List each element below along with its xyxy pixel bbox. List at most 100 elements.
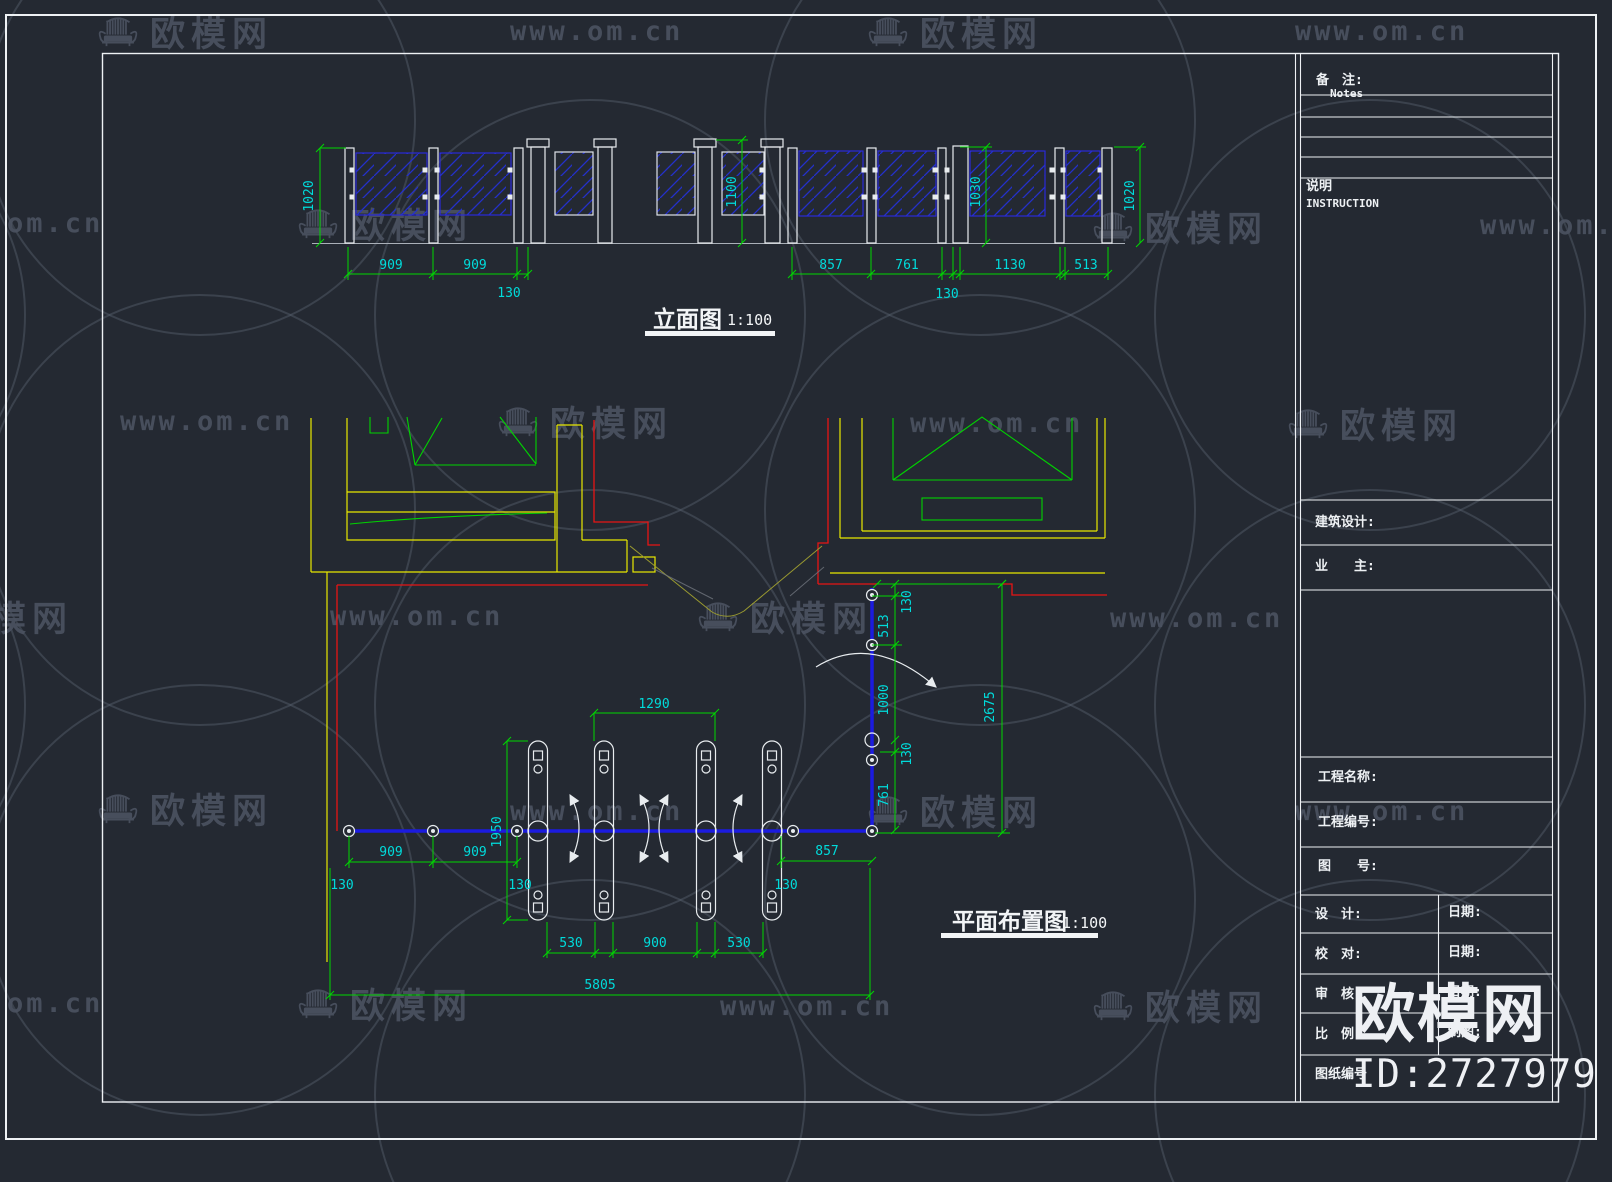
plan-title-underline bbox=[941, 933, 1098, 938]
dim-label: 1020 bbox=[1123, 180, 1138, 211]
watermark-brand-text: 欧模网 bbox=[920, 15, 1044, 54]
site-id-watermark: 欧模网 ID:2727979 bbox=[1352, 984, 1597, 1097]
sheet-number-label: 图纸编号 bbox=[1315, 1066, 1367, 1082]
watermark-site-text: www.om.cn bbox=[910, 408, 1084, 439]
date-label: 日期: bbox=[1448, 985, 1482, 1000]
watermark-brand-text: 欧模网 bbox=[0, 600, 74, 639]
dim-label: 130 bbox=[900, 742, 915, 765]
dim-label: 130 bbox=[497, 286, 520, 301]
instruction-label: 说明 bbox=[1306, 178, 1332, 194]
plan-title: 平面布置图 bbox=[952, 908, 1067, 935]
plan-railing-blue bbox=[345, 588, 874, 833]
elevation-title-underline bbox=[645, 331, 775, 336]
sheet-borders bbox=[5, 14, 1597, 1140]
dim-label: 1130 bbox=[994, 258, 1025, 273]
watermark-brand: 欧模网 bbox=[0, 591, 73, 642]
draw-label: 制图: bbox=[1448, 1024, 1482, 1040]
watermark-brand-text: 欧模网 bbox=[920, 794, 1044, 833]
plan-posts bbox=[342, 588, 880, 842]
watermark-site-text: www.om.cn bbox=[1295, 796, 1469, 827]
watermark-brand-text: 欧模网 bbox=[1145, 989, 1269, 1028]
elevation-view bbox=[312, 138, 1146, 336]
watermark-brand-text: 欧模网 bbox=[1340, 407, 1464, 446]
watermark-brand: 欧模网 bbox=[295, 978, 473, 1029]
dim-label: 909 bbox=[379, 845, 402, 860]
watermark-site-text: www.om.cn bbox=[0, 208, 104, 239]
watermark-site-text: www.om.cn bbox=[510, 16, 684, 47]
door-swing-arc bbox=[815, 652, 937, 688]
dim-label: 130 bbox=[935, 287, 958, 302]
watermark-brand-text: 欧模网 bbox=[1145, 210, 1269, 249]
dim-label: 1020 bbox=[302, 180, 317, 211]
plan-view bbox=[310, 416, 1107, 1000]
watermark-site: www.om.cn bbox=[1110, 603, 1283, 634]
plan-door-leaves bbox=[629, 545, 823, 617]
dim-label: 530 bbox=[559, 936, 582, 951]
watermark-brand: 欧模网 bbox=[1285, 398, 1463, 449]
dim-label: 130 bbox=[330, 878, 353, 893]
project-name-label: 工程名称: bbox=[1318, 769, 1378, 785]
design-label: 设 计: bbox=[1315, 906, 1362, 922]
watermark-site-text: www.om.cn bbox=[120, 406, 294, 437]
watermark-brand: 欧模网 bbox=[95, 6, 273, 57]
plan-scale: 1:100 bbox=[1062, 914, 1107, 932]
watermark-brand: 欧模网 bbox=[1090, 980, 1268, 1031]
dim-label: 530 bbox=[727, 936, 750, 951]
project-number-label: 工程编号: bbox=[1318, 814, 1378, 830]
site-id-text: ID:2727979 bbox=[1352, 1052, 1597, 1097]
dim-label: 1030 bbox=[969, 176, 984, 207]
watermark-site-text: www.om.cn bbox=[0, 988, 104, 1019]
elevation-dim-lines bbox=[319, 139, 1146, 280]
watermark-site-text: www.om.cn bbox=[1110, 603, 1284, 634]
glass-clips bbox=[349, 167, 1103, 200]
watermark-site: www.om.cn bbox=[510, 796, 683, 827]
scale-label: 比 例 bbox=[1315, 1026, 1354, 1042]
dim-label: 761 bbox=[895, 258, 918, 273]
instruction-en-label: INSTRUCTION bbox=[1306, 197, 1379, 210]
dim-label: 1950 bbox=[490, 816, 505, 847]
watermark-site-text: www.om.cn bbox=[720, 991, 894, 1022]
watermark-site: www.om.cn bbox=[510, 16, 683, 47]
dim-label: 130 bbox=[900, 590, 915, 613]
date-label: 日期: bbox=[1448, 905, 1482, 920]
watermark-site: www.om.cn bbox=[1295, 796, 1468, 827]
check-label: 校 对: bbox=[1315, 946, 1362, 962]
watermark-site-text: www.om.cn bbox=[330, 601, 504, 632]
dim-label: 900 bbox=[643, 936, 666, 951]
audit-label: 审 核: bbox=[1315, 986, 1362, 1002]
drawing-texts: 立面图 1:100 1020 1100 1030 1020 909 909 13… bbox=[302, 72, 1482, 1082]
dim-label: 130 bbox=[774, 878, 797, 893]
title-block-grid bbox=[1294, 53, 1554, 1102]
watermark-site: www.om.cn bbox=[720, 991, 893, 1022]
elevation-glass-panels bbox=[355, 150, 1101, 217]
watermark-brand: 欧模网 bbox=[865, 6, 1043, 57]
date-label: 日期: bbox=[1448, 945, 1482, 960]
watermark-site-text: www.om.cn bbox=[1295, 16, 1469, 47]
plan-walls-yellow bbox=[310, 418, 1106, 962]
dim-label: 909 bbox=[463, 845, 486, 860]
watermark-brand-text: 欧模网 bbox=[150, 15, 274, 54]
notes-en-label: Notes bbox=[1330, 87, 1363, 100]
watermark-site: www.om.cn bbox=[0, 988, 103, 1019]
watermark-brand: 欧模网 bbox=[865, 785, 1043, 836]
dim-label: 130 bbox=[508, 878, 531, 893]
plan-door-trace bbox=[651, 566, 825, 600]
dimension-ticks bbox=[315, 135, 1145, 1000]
architecture-design-label: 建筑设计: bbox=[1315, 514, 1375, 530]
dim-label: 909 bbox=[463, 258, 486, 273]
dim-label: 909 bbox=[379, 258, 402, 273]
plan-wall-block bbox=[632, 556, 656, 573]
dim-label: 1100 bbox=[725, 176, 740, 207]
elevation-scale: 1:100 bbox=[727, 311, 772, 329]
watermark-brand: 欧模网 bbox=[695, 591, 873, 642]
watermark-brand-text: 欧模网 bbox=[750, 600, 874, 639]
elevation-title: 立面图 bbox=[653, 306, 722, 333]
dim-label: 857 bbox=[815, 844, 838, 859]
plan-swing-arrows bbox=[569, 652, 937, 863]
dim-label: 5805 bbox=[584, 978, 615, 993]
watermark-site: www.om.cn bbox=[0, 208, 103, 239]
dim-label: 1290 bbox=[638, 697, 669, 712]
